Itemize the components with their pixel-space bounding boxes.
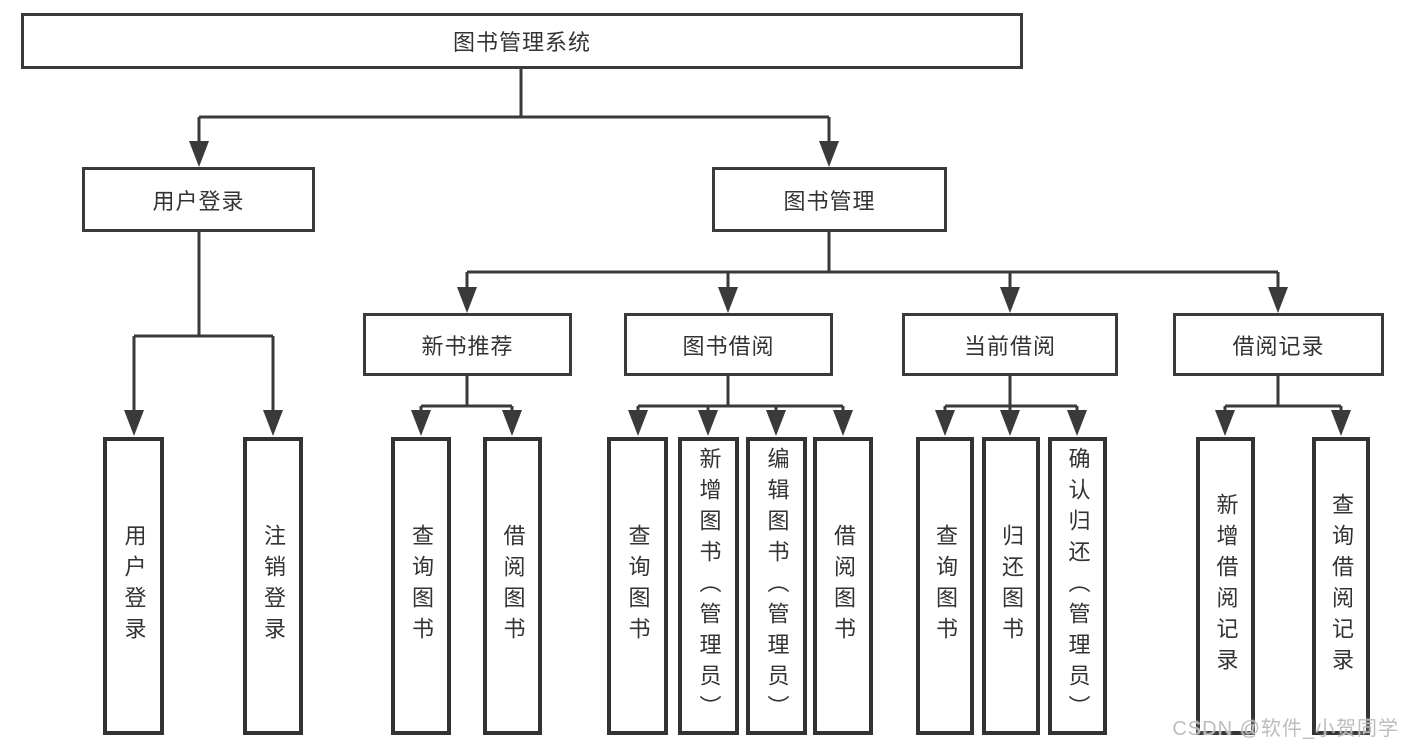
leaf-return-book: 归还图书 [982, 437, 1040, 735]
leaf-user-login: 用户登录 [103, 437, 164, 735]
node-user-login: 用户登录 [82, 167, 315, 232]
leaf-label: 用户登录 [121, 524, 147, 648]
node-library-management-system: 图书管理系统 [21, 13, 1023, 69]
leaf-edit-book-admin: 编辑图书（管理员） [746, 437, 807, 735]
leaf-label: 注销登录 [261, 524, 286, 648]
leaf-label: 查询图书 [409, 524, 434, 648]
leaf-label: 查询图书 [933, 524, 958, 648]
node-label: 新书推荐 [421, 333, 514, 359]
leaf-label: 新增图书（管理员） [696, 446, 722, 726]
leaf-query-borrow-record: 查询借阅记录 [1312, 437, 1370, 735]
node-label: 用户登录 [152, 188, 245, 214]
node-label: 借阅记录 [1232, 333, 1325, 359]
leaf-label: 借阅图书 [831, 524, 856, 648]
leaf-logout-login: 注销登录 [243, 437, 303, 735]
node-borrow-records: 借阅记录 [1173, 313, 1384, 376]
leaf-add-borrow-record: 新增借阅记录 [1196, 437, 1255, 735]
edges-user-login-to-leaves [124, 232, 283, 436]
leaf-label: 借阅图书 [500, 524, 526, 648]
leaf-borrow-books-recommend: 借阅图书 [483, 437, 542, 735]
leaf-query-books-recommend: 查询图书 [391, 437, 451, 735]
leaf-label: 确认归还（管理员） [1065, 446, 1091, 726]
edges-borrow-records-to-leaves [1215, 376, 1351, 436]
node-current-borrow: 当前借阅 [902, 313, 1118, 376]
edges-current-borrow-to-leaves [935, 376, 1087, 436]
leaf-add-book-admin: 新增图书（管理员） [678, 437, 739, 735]
leaf-label: 编辑图书（管理员） [764, 446, 790, 726]
node-new-book-recommend: 新书推荐 [363, 313, 572, 376]
node-book-management: 图书管理 [712, 167, 947, 232]
watermark: CSDN @软件_小贺同学 [1172, 718, 1399, 740]
edges-book-management-to-level3 [457, 232, 1288, 313]
leaf-query-books-borrow: 查询图书 [607, 437, 668, 735]
node-label: 当前借阅 [963, 333, 1056, 359]
leaf-query-books-current: 查询图书 [916, 437, 974, 735]
edges-book-borrow-to-leaves [628, 376, 853, 436]
node-label: 图书管理 [783, 188, 876, 214]
edges-new-book-recommend-to-leaves [411, 376, 522, 436]
leaf-confirm-return-admin: 确认归还（管理员） [1048, 437, 1107, 735]
node-label: 图书借阅 [682, 333, 775, 359]
leaf-label: 归还图书 [999, 524, 1024, 648]
node-book-borrow: 图书借阅 [624, 313, 833, 376]
edges-root-to-level2 [189, 69, 839, 167]
leaf-label: 新增借阅记录 [1213, 493, 1239, 679]
leaf-label: 查询借阅记录 [1329, 493, 1354, 679]
node-label: 图书管理系统 [452, 30, 591, 55]
leaf-label: 查询图书 [625, 524, 651, 648]
leaf-borrow-books: 借阅图书 [813, 437, 873, 735]
